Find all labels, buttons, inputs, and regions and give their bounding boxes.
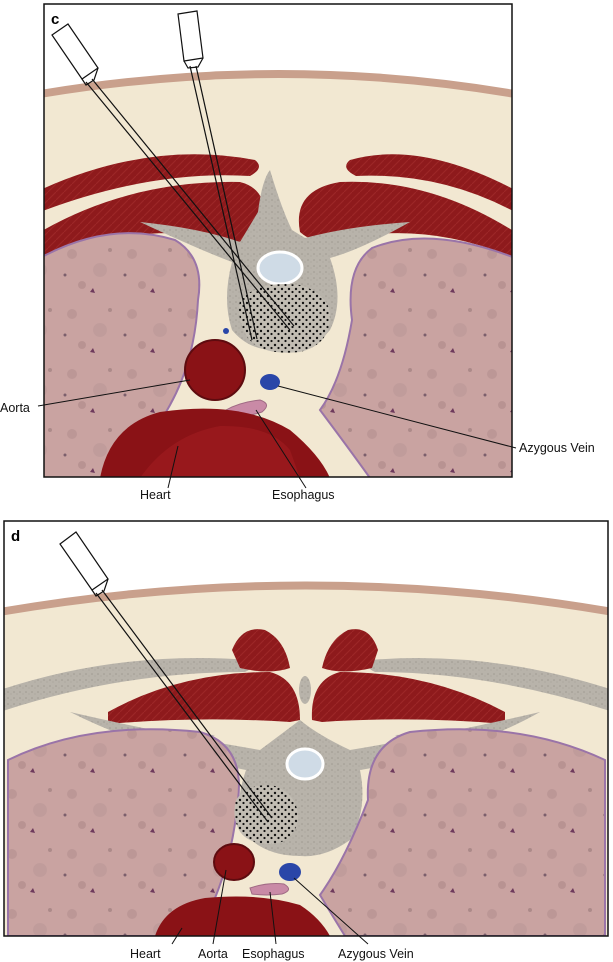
- panel-letter-d: d: [11, 528, 20, 545]
- muscle-upper-right-d: [322, 629, 378, 672]
- small-vessel-c: [223, 328, 229, 334]
- heart-d: [155, 896, 330, 936]
- rib-left-d: [4, 658, 252, 711]
- spinal-canal-d: [285, 747, 325, 781]
- lung-right-c: [318, 237, 512, 477]
- muscle-right-d: [311, 672, 505, 724]
- muscle-right-lower-c: [298, 181, 512, 257]
- azygous-vein-d: [279, 863, 301, 881]
- needle-2-c: [177, 10, 258, 341]
- spinous-process-d: [299, 676, 311, 704]
- label-azygous-vein-c: Azygous Vein: [519, 441, 595, 455]
- panel-d: d Heart Aorta Esophagus Azygous Vein: [3, 520, 609, 961]
- rib-right-d: [368, 658, 608, 711]
- muscle-left-d: [108, 672, 300, 724]
- label-azygous-vein-d: Azygous Vein: [338, 947, 414, 961]
- panel-c: c Aorta Azygous Vein Heart Esophagus: [0, 3, 595, 502]
- muscle-upper-left-d: [232, 629, 290, 672]
- azygous-vein-c: [260, 374, 280, 390]
- muscle-left-upper-c: [44, 154, 259, 211]
- esophagus-d: [249, 883, 289, 896]
- aorta-d: [213, 843, 255, 881]
- aorta-c: [184, 339, 246, 401]
- label-esophagus-c: Esophagus: [272, 488, 335, 502]
- injectate-c: [239, 284, 331, 353]
- label-aorta-c: Aorta: [0, 401, 30, 415]
- label-heart-d: Heart: [130, 947, 161, 961]
- spinal-canal-c: [256, 250, 304, 286]
- label-heart-c: Heart: [140, 488, 171, 502]
- muscle-right-upper-c: [346, 154, 512, 211]
- label-aorta-d: Aorta: [198, 947, 228, 961]
- panel-letter-c: c: [51, 11, 59, 28]
- needle-d: [59, 531, 273, 823]
- injectate-d: [234, 785, 298, 844]
- label-esophagus-d: Esophagus: [242, 947, 305, 961]
- needle-1-c: [51, 23, 295, 331]
